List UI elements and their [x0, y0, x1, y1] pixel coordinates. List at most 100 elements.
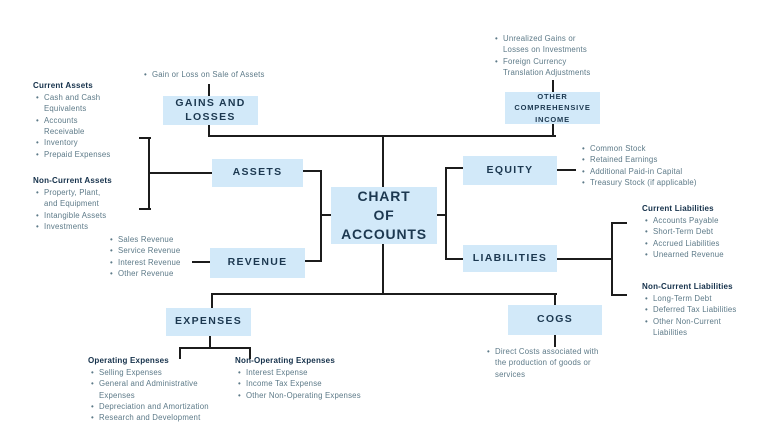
bullet-list: Interest Expense Income Tax Expense Othe…	[235, 367, 385, 401]
group-non-current-assets-heading: Non-Current Assets	[33, 176, 112, 185]
bullet-list: Common Stock Retained Earnings Additiona…	[579, 143, 754, 188]
bullet-item: Investments	[33, 221, 138, 233]
connector-bracket-to-equity	[445, 167, 465, 169]
connector-gains-bottom-stub	[208, 125, 210, 137]
group-current-liabilities-heading: Current Liabilities	[642, 204, 714, 213]
connector-right-bracket-vertical	[445, 167, 447, 260]
bullet-item: Cash and Cash Equivalents	[33, 92, 138, 115]
bullet-item: Long-Term Debt	[642, 293, 762, 305]
bullet-item: Short-Term Debt	[642, 226, 762, 238]
bullet-item: Accounts Payable	[642, 215, 762, 227]
connector-oci-top-stub	[552, 80, 554, 93]
bullet-item: General and Administrative Expenses	[88, 378, 228, 401]
connector-asset-categories-vertical	[148, 137, 150, 210]
connector-liability-categories-vertical	[611, 222, 613, 296]
bullet-item: Other Non-Operating Expenses	[235, 390, 385, 402]
bullet-item: Unrealized Gains or Losses on Investment…	[492, 33, 604, 56]
group-equity-items: Common Stock Retained Earnings Additiona…	[579, 143, 754, 188]
bullet-item: Accrued Liabilities	[642, 238, 762, 250]
node-expenses: EXPENSES	[166, 308, 251, 336]
bullet-item: Additional Paid-in Capital	[579, 166, 754, 178]
bullet-item: Service Revenue	[107, 245, 207, 257]
group-non-current-assets: Non-Current Assets Property, Plant, and …	[33, 176, 138, 233]
node-gains-and-losses-label: GAINS AND LOSSES	[175, 96, 246, 123]
bullet-item: Interest Expense	[235, 367, 385, 379]
bullet-item: Depreciation and Amortization	[88, 401, 228, 413]
connector-non-current-liabilities-tick	[611, 294, 627, 296]
bullet-item: Direct Costs associated with the product…	[484, 346, 624, 380]
bullet-list: Selling Expenses General and Administrat…	[88, 367, 228, 424]
node-assets: ASSETS	[212, 159, 303, 187]
connector-chart-right-stub	[437, 214, 447, 216]
connector-assets-to-bracket	[303, 170, 322, 172]
group-non-current-liabilities-heading: Non-Current Liabilities	[642, 282, 733, 291]
group-operating-expenses: Operating Expenses Selling Expenses Gene…	[88, 356, 228, 424]
bullet-list: Gain or Loss on Sale of Assets	[141, 69, 301, 81]
group-current-liabilities: Current Liabilities Accounts Payable Sho…	[642, 204, 762, 261]
bullet-item: Gain or Loss on Sale of Assets	[141, 69, 301, 81]
connector-expenses-split-horizontal	[179, 347, 251, 349]
bullet-item: Intangible Assets	[33, 210, 138, 222]
bullet-item: Income Tax Expense	[235, 378, 385, 390]
node-other-comprehensive-income: OTHER COMPREHENSIVE INCOME	[505, 92, 600, 124]
connector-chart-top-stub	[382, 135, 384, 188]
connector-operating-expenses-stub	[179, 347, 181, 359]
bullet-list: Sales Revenue Service Revenue Interest R…	[107, 234, 207, 279]
bullet-item: Other Revenue	[107, 268, 207, 280]
node-revenue-label: REVENUE	[227, 256, 288, 269]
connector-bottom-horizontal	[211, 293, 557, 295]
connector-expenses-top-stub	[211, 293, 213, 309]
connector-current-liabilities-tick	[611, 222, 627, 224]
bullet-list: Accounts Payable Short-Term Debt Accrued…	[642, 215, 762, 260]
bullet-item: Accounts Receivable	[33, 115, 138, 138]
node-liabilities-label: LIABILITIES	[472, 251, 548, 264]
connector-expenses-bottom-stub	[209, 336, 211, 349]
group-revenue-items: Sales Revenue Service Revenue Interest R…	[107, 234, 207, 279]
node-chart-of-accounts: CHART OF ACCOUNTS	[331, 187, 437, 244]
bullet-item: Prepaid Expenses	[33, 149, 138, 161]
connector-revenue-to-bracket	[305, 260, 322, 262]
node-revenue: REVENUE	[210, 248, 305, 278]
group-non-operating-expenses: Non-Operating Expenses Interest Expense …	[235, 356, 385, 401]
connector-cogs-bottom-stub	[554, 335, 556, 347]
bullet-item: Property, Plant, and Equipment	[33, 187, 138, 210]
node-liabilities: LIABILITIES	[463, 245, 557, 272]
connector-liabilities-right-horizontal	[557, 258, 613, 260]
node-cogs-label: COGS	[536, 313, 574, 326]
node-cogs: COGS	[508, 305, 602, 335]
bullet-list: Cash and Cash Equivalents Accounts Recei…	[33, 92, 138, 160]
bullet-list: Direct Costs associated with the product…	[484, 346, 624, 380]
bullet-item: Sales Revenue	[107, 234, 207, 246]
bullet-item: Retained Earnings	[579, 154, 754, 166]
connector-non-current-assets-tick	[139, 208, 151, 210]
node-expenses-label: EXPENSES	[174, 315, 242, 328]
connector-bracket-to-chart-left	[320, 214, 332, 216]
node-other-comprehensive-income-label: OTHER COMPREHENSIVE INCOME	[514, 91, 591, 124]
connector-assets-left-horizontal	[150, 172, 212, 174]
bullet-item: Treasury Stock (if applicable)	[579, 177, 754, 189]
group-current-assets: Current Assets Cash and Cash Equivalents…	[33, 81, 138, 160]
group-cogs-items: Direct Costs associated with the product…	[484, 346, 624, 380]
bullet-item: Research and Development	[88, 412, 228, 424]
group-gains-losses-items: Gain or Loss on Sale of Assets	[141, 69, 301, 81]
bullet-item: Deferred Tax Liabilities	[642, 304, 762, 316]
bullet-item: Selling Expenses	[88, 367, 228, 379]
node-chart-of-accounts-label: CHART OF ACCOUNTS	[341, 188, 427, 242]
connector-gains-top-stub	[208, 84, 210, 96]
connector-cogs-top-stub	[554, 293, 556, 306]
group-current-assets-heading: Current Assets	[33, 81, 93, 90]
bullet-item: Other Non-Current Liabilities	[642, 316, 762, 339]
bullet-list: Unrealized Gains or Losses on Investment…	[492, 33, 604, 78]
bullet-item: Common Stock	[579, 143, 754, 155]
node-equity-label: EQUITY	[486, 163, 534, 176]
bullet-list: Property, Plant, and Equipment Intangibl…	[33, 187, 138, 232]
connector-current-assets-tick	[139, 137, 151, 139]
connector-non-operating-expenses-stub	[249, 347, 251, 359]
connector-equity-dash	[557, 169, 576, 171]
group-operating-expenses-heading: Operating Expenses	[88, 356, 169, 365]
group-non-current-liabilities: Non-Current Liabilities Long-Term Debt D…	[642, 282, 762, 338]
connector-chart-bottom-stub	[382, 244, 384, 295]
bullet-item: Inventory	[33, 137, 138, 149]
connector-left-bracket-vertical	[320, 170, 322, 262]
